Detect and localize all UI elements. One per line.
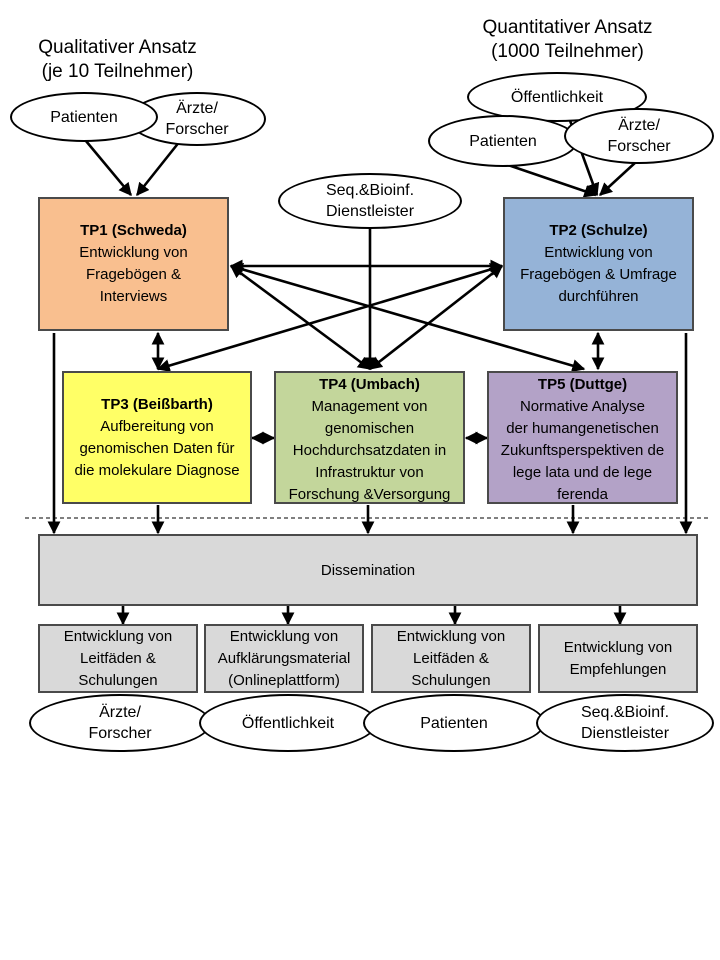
tp3-title: TP3 (Beißbarth) [101,395,213,413]
quantitative-heading: Quantitativer Ansatz (1000 Teilnehmer) [455,16,680,64]
output-recommendations: Entwicklung von Empfehlungen [538,624,698,693]
quantitative-public-ellipse: Öffentlichkeit [467,72,647,122]
dissemination-box: Dissemination [38,534,698,606]
qualitative-patients-ellipse: Patienten [10,92,158,142]
tp5-text: Normative Analyse der humangenetischen Z… [500,398,665,503]
qualitative-heading-line2: (je 10 Teilnehmer) [41,61,194,82]
quantitative-doctors-ellipse: Ärzte/ Forscher [564,108,714,164]
service-provider-ellipse: Seq.&Bioinf. Dienstleister [278,173,462,229]
tp4-box: TP4 (Umbach) Management von genomischen … [274,371,465,504]
tp1-box: TP1 (Schweda) Entwicklung von Fragebögen… [38,197,229,331]
qualitative-heading: Qualitativer Ansatz (je 10 Teilnehmer) [10,36,225,84]
output-guidelines-patients: Entwicklung von Leitfäden & Schulungen [371,624,531,693]
tp4-title: TP4 (Umbach) [319,376,420,393]
tp3-text: Aufbereitung von genomischen Daten für d… [74,417,240,479]
quantitative-heading-line1: Quantitativer Ansatz [482,17,653,38]
tp2-title: TP2 (Schulze) [549,222,648,239]
audience-public-ellipse: Öffentlichkeit [199,694,377,752]
tp5-box: TP5 (Duttge) Normative Analyse der human… [487,371,678,504]
tp1-title: TP1 (Schweda) [80,222,187,239]
qualitative-heading-line1: Qualitativer Ansatz [38,37,197,58]
tp4-text: Management von genomischen Hochdurchsatz… [288,398,451,503]
quantitative-heading-line2: (1000 Teilnehmer) [491,41,644,62]
tp5-title: TP5 (Duttge) [537,376,628,393]
quantitative-patients-ellipse: Patienten [428,115,578,167]
tp2-text: Entwicklung von Fragebögen & Umfrage dur… [520,244,677,305]
audience-patients-ellipse: Patienten [363,694,545,752]
audience-service-provider-ellipse: Seq.&Bioinf. Dienstleister [536,694,714,752]
audience-doctors-ellipse: Ärzte/ Forscher [29,694,211,752]
output-information-material: Entwicklung von Aufklärungsmaterial (Onl… [204,624,364,693]
tp2-box: TP2 (Schulze) Entwicklung von Fragebögen… [503,197,694,331]
tp1-text: Entwicklung von Fragebögen & Interviews [79,244,188,305]
tp3-box: TP3 (Beißbarth) Aufbereitung von genomis… [62,371,252,504]
output-guidelines-doctors: Entwicklung von Leitfäden & Schulungen [38,624,198,693]
